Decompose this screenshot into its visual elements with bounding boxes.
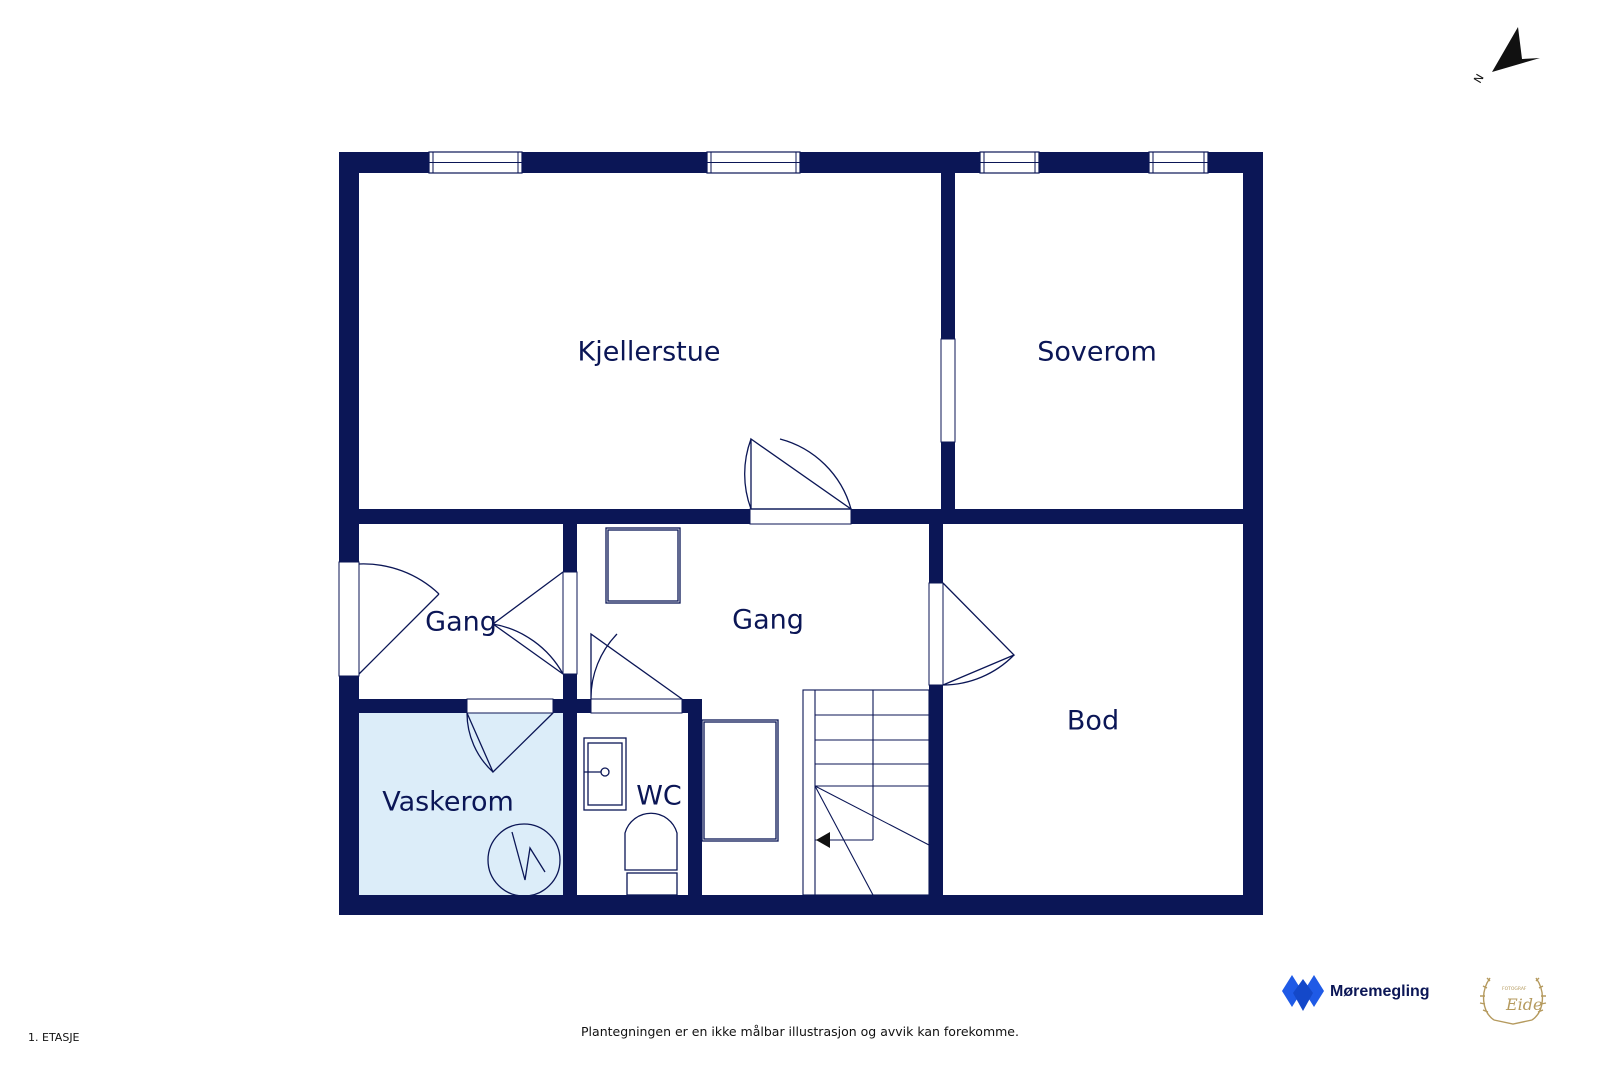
toilet-tank bbox=[626, 872, 678, 896]
opening-wc bbox=[590, 698, 683, 714]
room-bod: Bod bbox=[1066, 705, 1120, 737]
fotograf-eide-logo-icon: FOTOGRAF Eide bbox=[1478, 968, 1548, 1032]
room-kjellerstue: Kjellerstue bbox=[577, 336, 721, 368]
window-kjellerstue-2 bbox=[706, 151, 801, 174]
door-bod bbox=[942, 582, 1016, 686]
door-swings bbox=[358, 437, 1016, 774]
wall-kjellerstue-soverom bbox=[941, 152, 955, 524]
toilet-bowl-icon bbox=[624, 812, 678, 871]
window-kjellerstue-1 bbox=[428, 151, 523, 174]
opening-door-kjellerstue bbox=[749, 508, 852, 525]
washer-symbol bbox=[511, 831, 546, 881]
window-soverom-2 bbox=[1148, 151, 1209, 174]
door-wc bbox=[590, 632, 683, 700]
windows bbox=[428, 151, 1209, 174]
sink-drain-icon bbox=[600, 767, 610, 777]
opening-bod bbox=[928, 582, 944, 686]
sink-wc bbox=[583, 737, 627, 811]
room-gang-main: Gang bbox=[732, 604, 804, 636]
door-kjellerstue bbox=[744, 437, 854, 510]
openings bbox=[338, 338, 956, 714]
room-vaskerom: Vaskerom bbox=[382, 786, 514, 818]
room-soverom: Soverom bbox=[1037, 336, 1157, 368]
cabinet-gang bbox=[605, 527, 681, 604]
floor-label: 1. ETASJE bbox=[28, 1031, 80, 1044]
opening-entry-left bbox=[338, 561, 360, 677]
photographer-name: Eide bbox=[1505, 995, 1543, 1014]
moremegling-logo-icon bbox=[1282, 975, 1324, 1011]
svg-text:FOTOGRAF: FOTOGRAF bbox=[1502, 986, 1527, 992]
cabinet-inner-gang bbox=[607, 529, 679, 602]
door-vaskerom bbox=[466, 712, 554, 774]
stairs bbox=[802, 689, 930, 896]
outer-wall-bottom bbox=[339, 895, 1263, 915]
wall-gang-bod bbox=[929, 509, 943, 915]
door-gang-left bbox=[491, 571, 564, 675]
compass-label: N bbox=[1471, 72, 1486, 86]
opening-gang-left-main bbox=[562, 571, 578, 675]
opening-kjellerstue-soverom bbox=[940, 338, 956, 443]
outer-wall-right bbox=[1243, 152, 1263, 915]
north-arrow-icon: N bbox=[1466, 22, 1546, 96]
sink-basin-wc bbox=[587, 742, 623, 806]
brand-name: Møremegling bbox=[1330, 983, 1430, 1000]
brand-logo: Møremegling bbox=[1282, 971, 1430, 1013]
fixtures bbox=[487, 527, 779, 897]
stairs-arrow-icon bbox=[816, 832, 830, 848]
room-gang-left: Gang bbox=[425, 606, 497, 638]
outer-wall-left bbox=[339, 152, 359, 915]
door-entry-left bbox=[358, 563, 440, 675]
vaskerom-floor bbox=[359, 713, 563, 895]
window-soverom-1 bbox=[979, 151, 1040, 174]
door-kjellerstue-arc bbox=[751, 438, 852, 510]
wall-wc-right bbox=[688, 699, 702, 915]
bench-gang bbox=[701, 719, 779, 842]
opening-vaskerom bbox=[466, 698, 554, 714]
room-wc: WC bbox=[636, 780, 682, 812]
washing-machine-icon bbox=[487, 823, 561, 897]
bench-gang-inner bbox=[703, 721, 777, 840]
disclaimer-text: Plantegningen er en ikke målbar illustra… bbox=[581, 1024, 1019, 1039]
stairs-outline bbox=[802, 689, 930, 896]
